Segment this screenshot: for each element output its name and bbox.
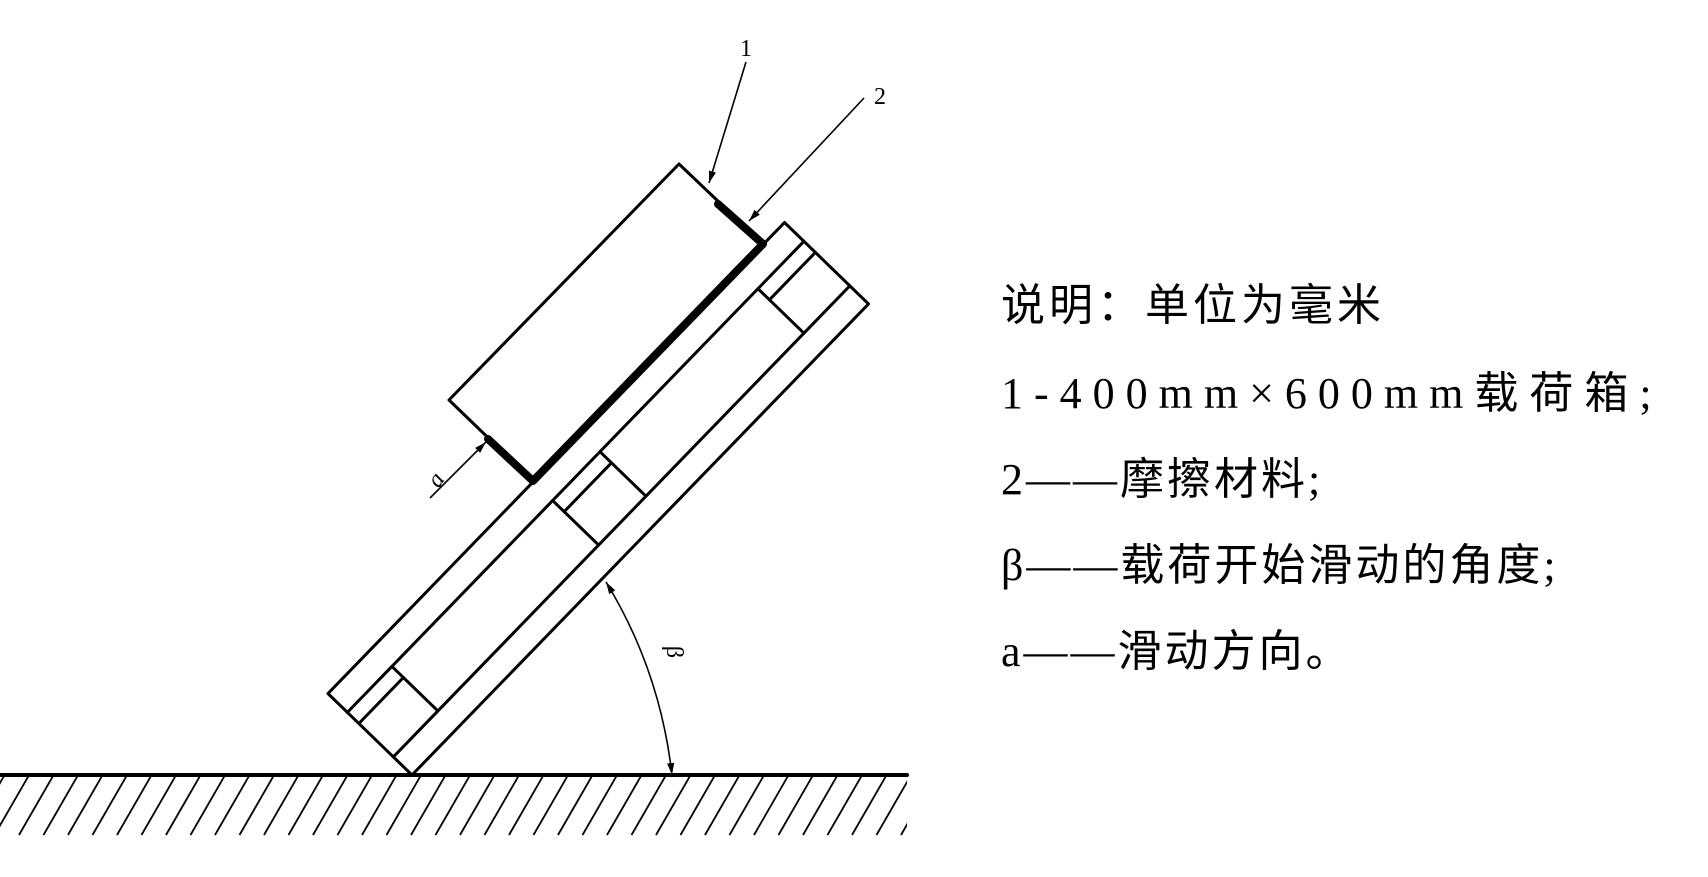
hatch-line <box>728 777 764 836</box>
hatch-line <box>312 777 348 836</box>
legend-item-load-box: 1-400mm×600mm载荷箱; <box>1001 369 1663 418</box>
hatch-line <box>508 777 544 836</box>
hatch-line <box>0 777 29 828</box>
legend-title: 说明：单位为毫米 <box>1001 281 1385 330</box>
hatch-line <box>483 777 519 836</box>
pallet-bottom-board-line <box>391 284 852 759</box>
hatch-line <box>434 777 470 836</box>
legend-item-slide-angle: β——载荷开始滑动的角度; <box>1001 541 1559 590</box>
hatch-line <box>361 777 397 836</box>
load-box <box>447 162 765 483</box>
callout-2-leader <box>748 97 865 222</box>
hatch-line <box>91 777 127 836</box>
hatch-line <box>655 777 691 836</box>
hatch-line <box>532 777 568 836</box>
hatch-line <box>630 777 666 836</box>
hatch-line <box>459 777 495 836</box>
hatch-line <box>802 777 838 836</box>
hatch-line <box>851 777 887 836</box>
hatch-line <box>336 777 372 836</box>
hatch-line <box>67 777 103 836</box>
angle-beta-label: β <box>661 646 687 658</box>
legend-item-friction-material: 2——摩擦材料; <box>1001 455 1324 504</box>
hatch-line <box>581 777 617 836</box>
callout-2-label: 2 <box>874 84 886 110</box>
hatch-line <box>287 777 323 836</box>
legend-item-slide-direction: a——滑动方向。 <box>1001 627 1353 676</box>
callout-1-leader <box>708 61 747 184</box>
pallet-outline <box>326 220 871 777</box>
angle-beta-arc <box>605 581 675 776</box>
pallet-block-left <box>357 664 440 726</box>
pallet-block-middle <box>551 450 648 547</box>
hatch-line <box>116 777 152 836</box>
hatch-line <box>42 777 78 836</box>
hatch-line <box>606 777 642 836</box>
hatch-line <box>214 777 250 836</box>
callout-1-label: 1 <box>740 36 752 62</box>
hatch-line <box>777 777 813 836</box>
ground <box>0 773 909 836</box>
hatch-line <box>165 777 201 836</box>
friction-material <box>484 200 767 485</box>
hatch-line <box>263 777 299 836</box>
hatch-line <box>238 777 274 836</box>
hatch-line <box>140 777 176 836</box>
pallet-top-deck-line <box>345 239 806 714</box>
hatch-line <box>189 777 225 836</box>
sliding-direction-label: a <box>422 468 450 493</box>
ground-hatching <box>0 777 907 836</box>
hatch-line <box>826 777 862 836</box>
hatch-line <box>704 777 740 836</box>
hatch-line <box>875 780 907 836</box>
pallet <box>326 220 871 777</box>
pallet-block-right <box>756 250 817 335</box>
hatch-line <box>557 777 593 836</box>
sliding-direction-arrow <box>429 441 487 499</box>
hatch-line <box>900 822 907 836</box>
hatch-line <box>18 777 54 836</box>
hatch-line <box>753 777 789 836</box>
hatch-line <box>385 777 421 836</box>
hatch-line <box>410 777 446 836</box>
hatch-line <box>679 777 715 836</box>
